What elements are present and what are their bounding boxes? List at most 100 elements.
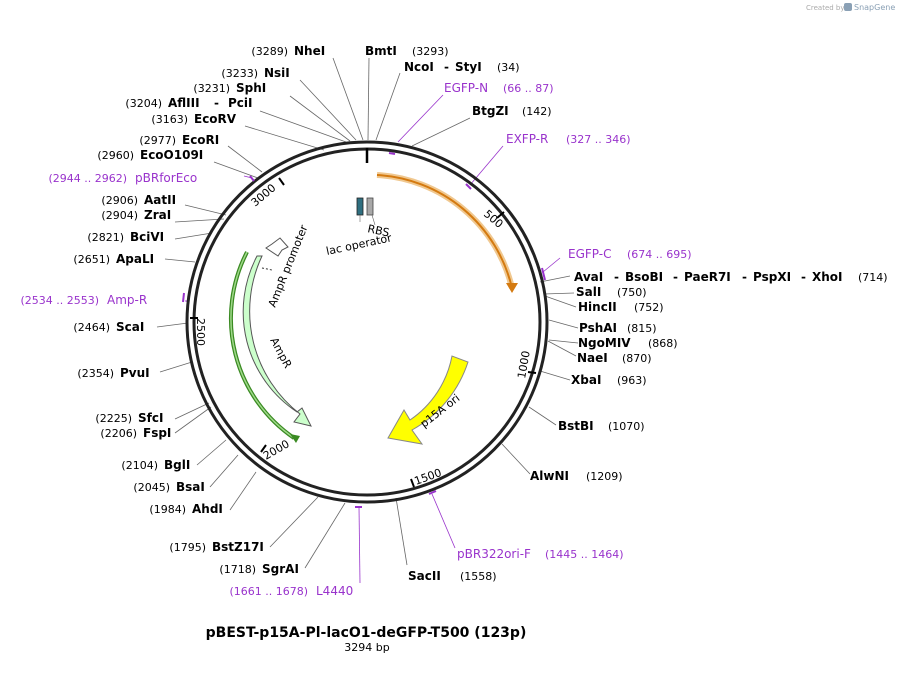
site-btgzi[interactable]: BtgZI [472,104,509,118]
site-nhei[interactable]: NheI [294,44,325,58]
site-ecoo109i-pos: (2960) [97,149,134,162]
primer-pbr322ori-f-range: (1445 .. 1464) [545,548,624,561]
site-pcii[interactable]: PciI [228,96,253,110]
site-bsobi-sep: - [673,270,678,284]
site-paer7i[interactable]: PaeR7I [684,270,731,284]
primer-amp-r[interactable]: Amp-R [107,293,147,307]
sites-right: BmtI (3293) NcoI - StyI (34) BtgZI (142)… [365,44,888,583]
lac-operator-box [366,197,374,216]
site-afliii-sep: - [214,96,219,110]
site-pshai-pos: (815) [627,322,657,335]
site-bmti-pos: (3293) [412,45,449,58]
site-bsobi[interactable]: BsoBI [625,270,663,284]
site-alwni-pos: (1209) [586,470,623,483]
site-alwni[interactable]: AlwNI [530,469,569,483]
site-ecoo109i[interactable]: EcoO109I [140,148,203,162]
site-pvui[interactable]: PvuI [120,366,150,380]
primer-leader-lines [185,94,561,584]
site-pspxi-sep: - [801,270,806,284]
site-ecori-pos: (2977) [139,134,176,147]
primer-egfp-c[interactable]: EGFP-C [568,247,611,261]
ampr-promoter-arrow [265,237,289,257]
site-hincii-pos: (752) [634,301,664,314]
site-ngomiv[interactable]: NgoMIV [578,336,631,350]
site-afliii-pos: (3204) [125,97,162,110]
primer-pbr322ori-f[interactable]: pBR322ori-F [457,547,531,561]
site-apali[interactable]: ApaLI [116,252,154,266]
primer-l4440[interactable]: L4440 [316,584,353,598]
site-xbai-pos: (963) [617,374,647,387]
site-zrai-pos: (2904) [101,209,138,222]
site-pspxi[interactable]: PspXI [753,270,791,284]
site-scai[interactable]: ScaI [116,320,144,334]
site-bstbi[interactable]: BstBI [558,419,594,433]
site-fspi[interactable]: FspI [143,426,171,440]
site-sali[interactable]: SalI [576,285,601,299]
site-scai-pos: (2464) [73,321,110,334]
site-xhoi[interactable]: XhoI [812,270,843,284]
p15a-ori-arrow [387,355,469,445]
site-bcivi[interactable]: BciVI [130,230,164,244]
site-ahdi-pos: (1984) [149,503,186,516]
site-avai[interactable]: AvaI [574,270,603,284]
site-nsii[interactable]: NsiI [264,66,290,80]
site-ncoi[interactable]: NcoI [404,60,434,74]
primer-amp-r-range: (2534 .. 2553) [20,294,99,307]
primer-pbrforeco[interactable]: pBRforEco [135,171,197,185]
tick-label-1000: 1000 [515,350,533,380]
snapgene-logo-icon [844,3,852,11]
site-zrai[interactable]: ZraI [144,208,171,222]
rbs-label: RBS [366,222,390,239]
ampr-outline-arc-highlight [230,251,295,439]
site-ncoi-sep: - [444,60,449,74]
primer-l4440-range: (1661 .. 1678) [229,585,308,598]
site-bgli[interactable]: BglI [164,458,190,472]
site-sgrai[interactable]: SgrAI [262,562,299,576]
site-ngomiv-pos: (868) [648,337,678,350]
site-sgrai-pos: (1718) [219,563,256,576]
site-sphi[interactable]: SphI [236,81,266,95]
ampr-outline-arrowhead [290,434,300,443]
site-ecorv[interactable]: EcoRV [194,112,237,126]
primer-egfp-c-range: (674 .. 695) [627,248,692,261]
site-bsai[interactable]: BsaI [176,480,205,494]
site-naei[interactable]: NaeI [577,351,608,365]
site-ecori[interactable]: EcoRI [182,133,219,147]
site-sali-pos: (750) [617,286,647,299]
site-bstz17i[interactable]: BstZ17I [212,540,264,554]
site-ahdi[interactable]: AhdI [192,502,223,516]
site-pshai[interactable]: PshAI [579,321,617,335]
rbs-box [356,197,364,216]
site-sfci-pos: (2225) [95,412,132,425]
site-bcivi-pos: (2821) [87,231,124,244]
site-ecorv-pos: (3163) [151,113,188,126]
site-avai-sep: - [614,270,619,284]
site-sacii[interactable]: SacII [408,569,441,583]
site-ncoi-pos: (34) [497,61,520,74]
site-aatii[interactable]: AatII [144,193,176,207]
primer-egfp-n[interactable]: EGFP-N [444,81,488,95]
site-bmti[interactable]: BmtI [365,44,397,58]
ruler-ticks [190,177,537,488]
tick-label-2500: 2500 [194,318,207,346]
primer-pbrforeco-range: (2944 .. 2962) [48,172,127,185]
site-nsii-pos: (3233) [221,67,258,80]
site-paer7i-sep: - [742,270,747,284]
site-sfci[interactable]: SfcI [138,411,163,425]
site-fspi-pos: (2206) [100,427,137,440]
site-afliii[interactable]: AflIII [168,96,200,110]
site-bgli-pos: (2104) [121,459,158,472]
site-styi[interactable]: StyI [455,60,482,74]
primer-exfp-r[interactable]: EXFP-R [506,132,548,146]
site-nhei-pos: (3289) [251,45,288,58]
ampr-arrow [242,255,312,427]
site-xbai[interactable]: XbaI [571,373,601,387]
site-hincii[interactable]: HincII [578,300,617,314]
primers: EGFP-N (66 .. 87) EXFP-R (327 .. 346) EG… [20,81,691,598]
tick-label-2000: 2000 [261,437,292,462]
site-naei-pos: (870) [622,352,652,365]
site-btgzi-pos: (142) [522,105,552,118]
site-avai-pos: (714) [858,271,888,284]
primer-marks [182,152,546,508]
